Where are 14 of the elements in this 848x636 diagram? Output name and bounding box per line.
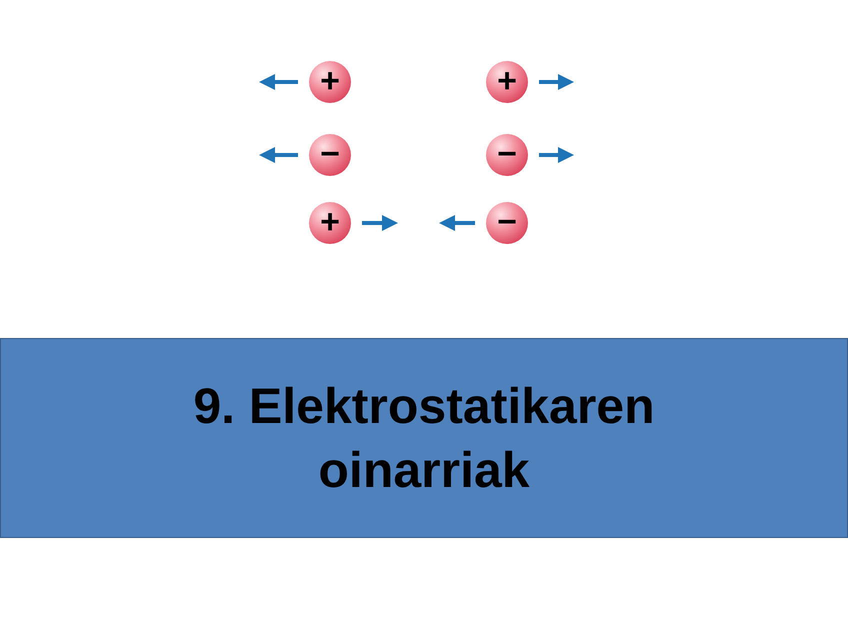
charge-sphere <box>309 202 351 244</box>
charge-sign: + <box>320 205 340 239</box>
charge-sign: + <box>320 64 340 98</box>
charge-sign: + <box>497 64 517 98</box>
charge-sphere <box>486 134 528 176</box>
charge-sign: − <box>320 137 340 171</box>
charge-sign: − <box>497 137 517 171</box>
charge-sphere <box>309 134 351 176</box>
charge-sign: − <box>497 205 517 239</box>
title-text: 9. Elektrostatikaren oinarriak <box>192 377 656 500</box>
charge-sphere <box>486 61 528 103</box>
charge-sphere <box>486 202 528 244</box>
charge-sphere <box>309 61 351 103</box>
title-banner <box>0 338 848 538</box>
